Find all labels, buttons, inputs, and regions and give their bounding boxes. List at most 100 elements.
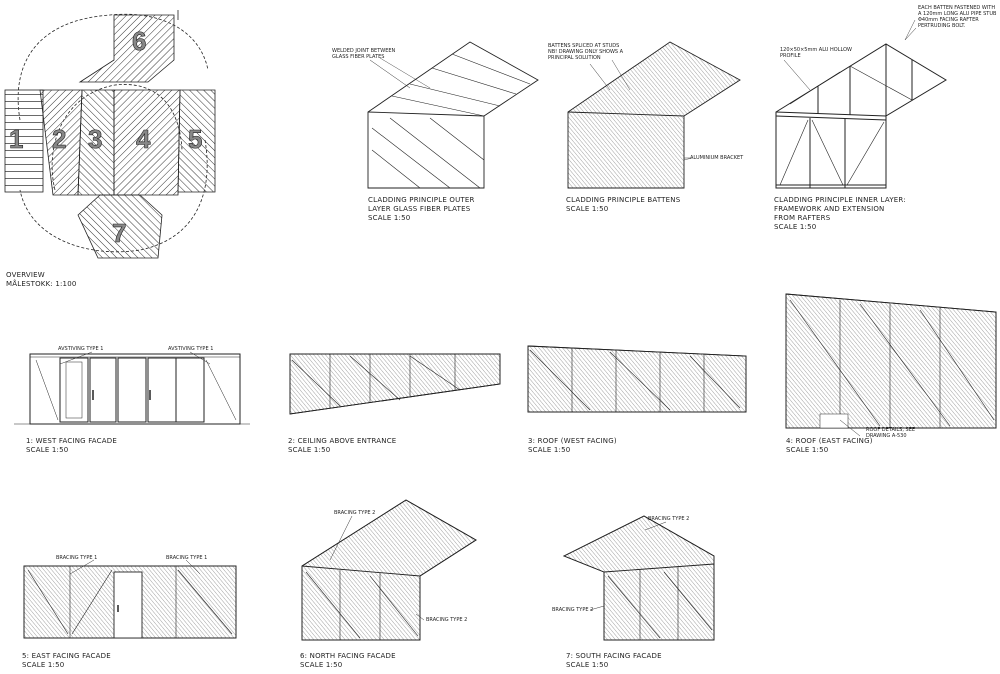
caption-line: SCALE 1:50 [786, 446, 829, 454]
note-line: PERTRUDING BOLT. [918, 23, 966, 29]
overview-outline-curve [51, 84, 183, 191]
note-line: AVSTIVING TYPE 1 [168, 346, 214, 352]
caption-line: 1: WEST FACING FACADE [26, 437, 117, 445]
note-line: PRINCIPAL SOLUTION [548, 55, 601, 61]
west-facade-drawing [14, 353, 250, 425]
note-bracing-east-right: BRACING TYPE 1 [166, 555, 207, 561]
outer-cladding-drawing [367, 41, 539, 189]
note-line: PROFILE [780, 53, 801, 59]
zone-5-shape [177, 89, 216, 193]
note-line: BATTENS SPLICED AT STUDS [548, 43, 620, 49]
zone-1-shape [4, 89, 44, 193]
overview-scale: MÅLESTOKK: 1:100 [6, 280, 77, 288]
note-bracing-north-top: BRACING TYPE 2 [334, 510, 375, 516]
caption-line: SCALE 1:50 [566, 205, 609, 213]
caption-outer: CLADDING PRINCIPLE OUTER LAYER GLASS FIB… [368, 196, 475, 223]
caption-line: 6: NORTH FACING FACADE [300, 652, 396, 660]
caption-line: 7: SOUTH FACING FACADE [566, 652, 662, 660]
note-bracing-south-side: BRACING TYPE 2 [552, 607, 593, 613]
caption-line: SCALE 1:50 [22, 661, 65, 669]
overview-zone-numbers: 1 2 3 4 5 6 7 [9, 26, 203, 249]
note-line: BRACING TYPE 2 [552, 607, 594, 613]
caption-line: 3: ROOF (WEST FACING) [528, 437, 617, 445]
caption-line: SCALE 1:50 [566, 661, 609, 669]
north-facade-drawing [301, 499, 477, 641]
roof-east-drawing [785, 293, 997, 429]
caption-south: 7: SOUTH FACING FACADE SCALE 1:50 [566, 652, 662, 670]
zone-label-7: 7 [112, 218, 126, 248]
caption-line: 2: CEILING ABOVE ENTRANCE [288, 437, 397, 445]
overview-title: OVERVIEW [6, 271, 45, 279]
caption-east: 5: EAST FACING FACADE SCALE 1:50 [22, 652, 111, 670]
note-line: GLASS FIBER PLATES [332, 54, 385, 60]
caption-inner: CLADDING PRINCIPLE INNER LAYER: FRAMEWOR… [774, 196, 906, 232]
zone-6-shape [78, 14, 175, 83]
caption-ceiling: 2: CEILING ABOVE ENTRANCE SCALE 1:50 [288, 437, 396, 455]
overview-plan [4, 10, 216, 259]
note-line: WELDED JOINT BETWEEN [332, 48, 396, 54]
zone-label-2: 2 [52, 124, 66, 154]
caption-line: CLADDING PRINCIPLE INNER LAYER: [774, 196, 906, 204]
note-line: BRACING TYPE 2 [648, 516, 690, 522]
caption-roof-west: 3: ROOF (WEST FACING) SCALE 1:50 [528, 437, 617, 455]
note-aluminium-bracket: ALUMINIUM BRACKET [690, 155, 743, 161]
note-line: NB! DRAWING ONLY SHOWS A [548, 49, 624, 55]
roof-west-drawing [527, 345, 747, 413]
note-line: A 120mm LONG ALU PIPE STUB [918, 11, 997, 17]
caption-line: 5: EAST FACING FACADE [22, 652, 111, 660]
note-line: DRAWING A-530 [866, 433, 907, 439]
caption-line: 4: ROOF (EAST FACING) [786, 437, 873, 445]
note-line: AVSTIVING TYPE 1 [58, 346, 104, 352]
note-line: BRACING TYPE 2 [426, 617, 468, 623]
note-bracing-east-left: BRACING TYPE 1 [56, 555, 97, 561]
south-facade-drawing [562, 515, 715, 641]
zone-label-5: 5 [188, 124, 202, 154]
caption-line: CLADDING PRINCIPLE OUTER [368, 196, 475, 204]
zone-label-4: 4 [136, 124, 151, 154]
caption-line: FROM RAFTERS [774, 214, 831, 222]
note-bracing-north-side: BRACING TYPE 2 [426, 617, 467, 623]
note-avstiving-left: AVSTIVING TYPE 1 [58, 346, 103, 352]
note-bracing-south-top: BRACING TYPE 2 [648, 516, 689, 522]
note-line: ALUMINIUM BRACKET [690, 155, 744, 161]
note-battens-spliced: BATTENS SPLICED AT STUDS NB! DRAWING ONL… [548, 43, 623, 61]
note-avstiving-right: AVSTIVING TYPE 1 [168, 346, 213, 352]
note-line: BRACING TYPE 2 [334, 510, 376, 516]
caption-north: 6: NORTH FACING FACADE SCALE 1:50 [300, 652, 396, 670]
overview-outline-curve [17, 13, 209, 121]
battens-drawing [567, 41, 741, 189]
caption-line: CLADDING PRINCIPLE BATTENS [566, 196, 681, 204]
zone-4-shape [113, 89, 181, 196]
note-line: Φ40mm FACING RAFTER [918, 17, 979, 23]
caption-line: SCALE 1:50 [26, 446, 69, 454]
caption-line: FRAMEWORK AND EXTENSION [774, 205, 885, 213]
note-line: ROOF DETAILS, SEE [866, 427, 916, 433]
note-welded-joint: WELDED JOINT BETWEEN GLASS FIBER PLATES [332, 48, 395, 60]
inner-frame-drawing [775, 19, 947, 189]
caption-battens: CLADDING PRINCIPLE BATTENS SCALE 1:50 [566, 196, 680, 214]
caption-line: SCALE 1:50 [528, 446, 571, 454]
note-line: BRACING TYPE 1 [166, 555, 208, 561]
overview-caption: OVERVIEW MÅLESTOKK: 1:100 [6, 271, 77, 289]
note-roof-details: ROOF DETAILS, SEE DRAWING A-530 [866, 427, 915, 439]
zone-label-1: 1 [9, 124, 23, 154]
zone-label-6: 6 [132, 26, 146, 56]
east-facade-drawing [23, 565, 237, 639]
note-line: BRACING TYPE 1 [56, 555, 98, 561]
caption-west: 1: WEST FACING FACADE SCALE 1:50 [26, 437, 117, 455]
note-line: 120×50×5mm ALU HOLLOW [780, 47, 852, 53]
leader-lines [59, 27, 917, 621]
note-line: EACH BATTEN FASTENED WITH [918, 5, 996, 11]
overview-outline-curve [19, 139, 208, 253]
caption-line: SCALE 1:50 [300, 661, 343, 669]
note-alu-profile: 120×50×5mm ALU HOLLOW PROFILE [780, 47, 852, 59]
caption-roof-east: 4: ROOF (EAST FACING) SCALE 1:50 [786, 437, 873, 455]
zone-label-3: 3 [88, 124, 102, 154]
caption-line: SCALE 1:50 [774, 223, 817, 231]
note-batten-fastening: EACH BATTEN FASTENED WITH A 120mm LONG A… [918, 5, 996, 29]
ceiling-drawing [289, 353, 501, 415]
zone-7-shape [77, 194, 163, 259]
caption-line: LAYER GLASS FIBER PLATES [368, 205, 471, 213]
caption-line: SCALE 1:50 [288, 446, 331, 454]
